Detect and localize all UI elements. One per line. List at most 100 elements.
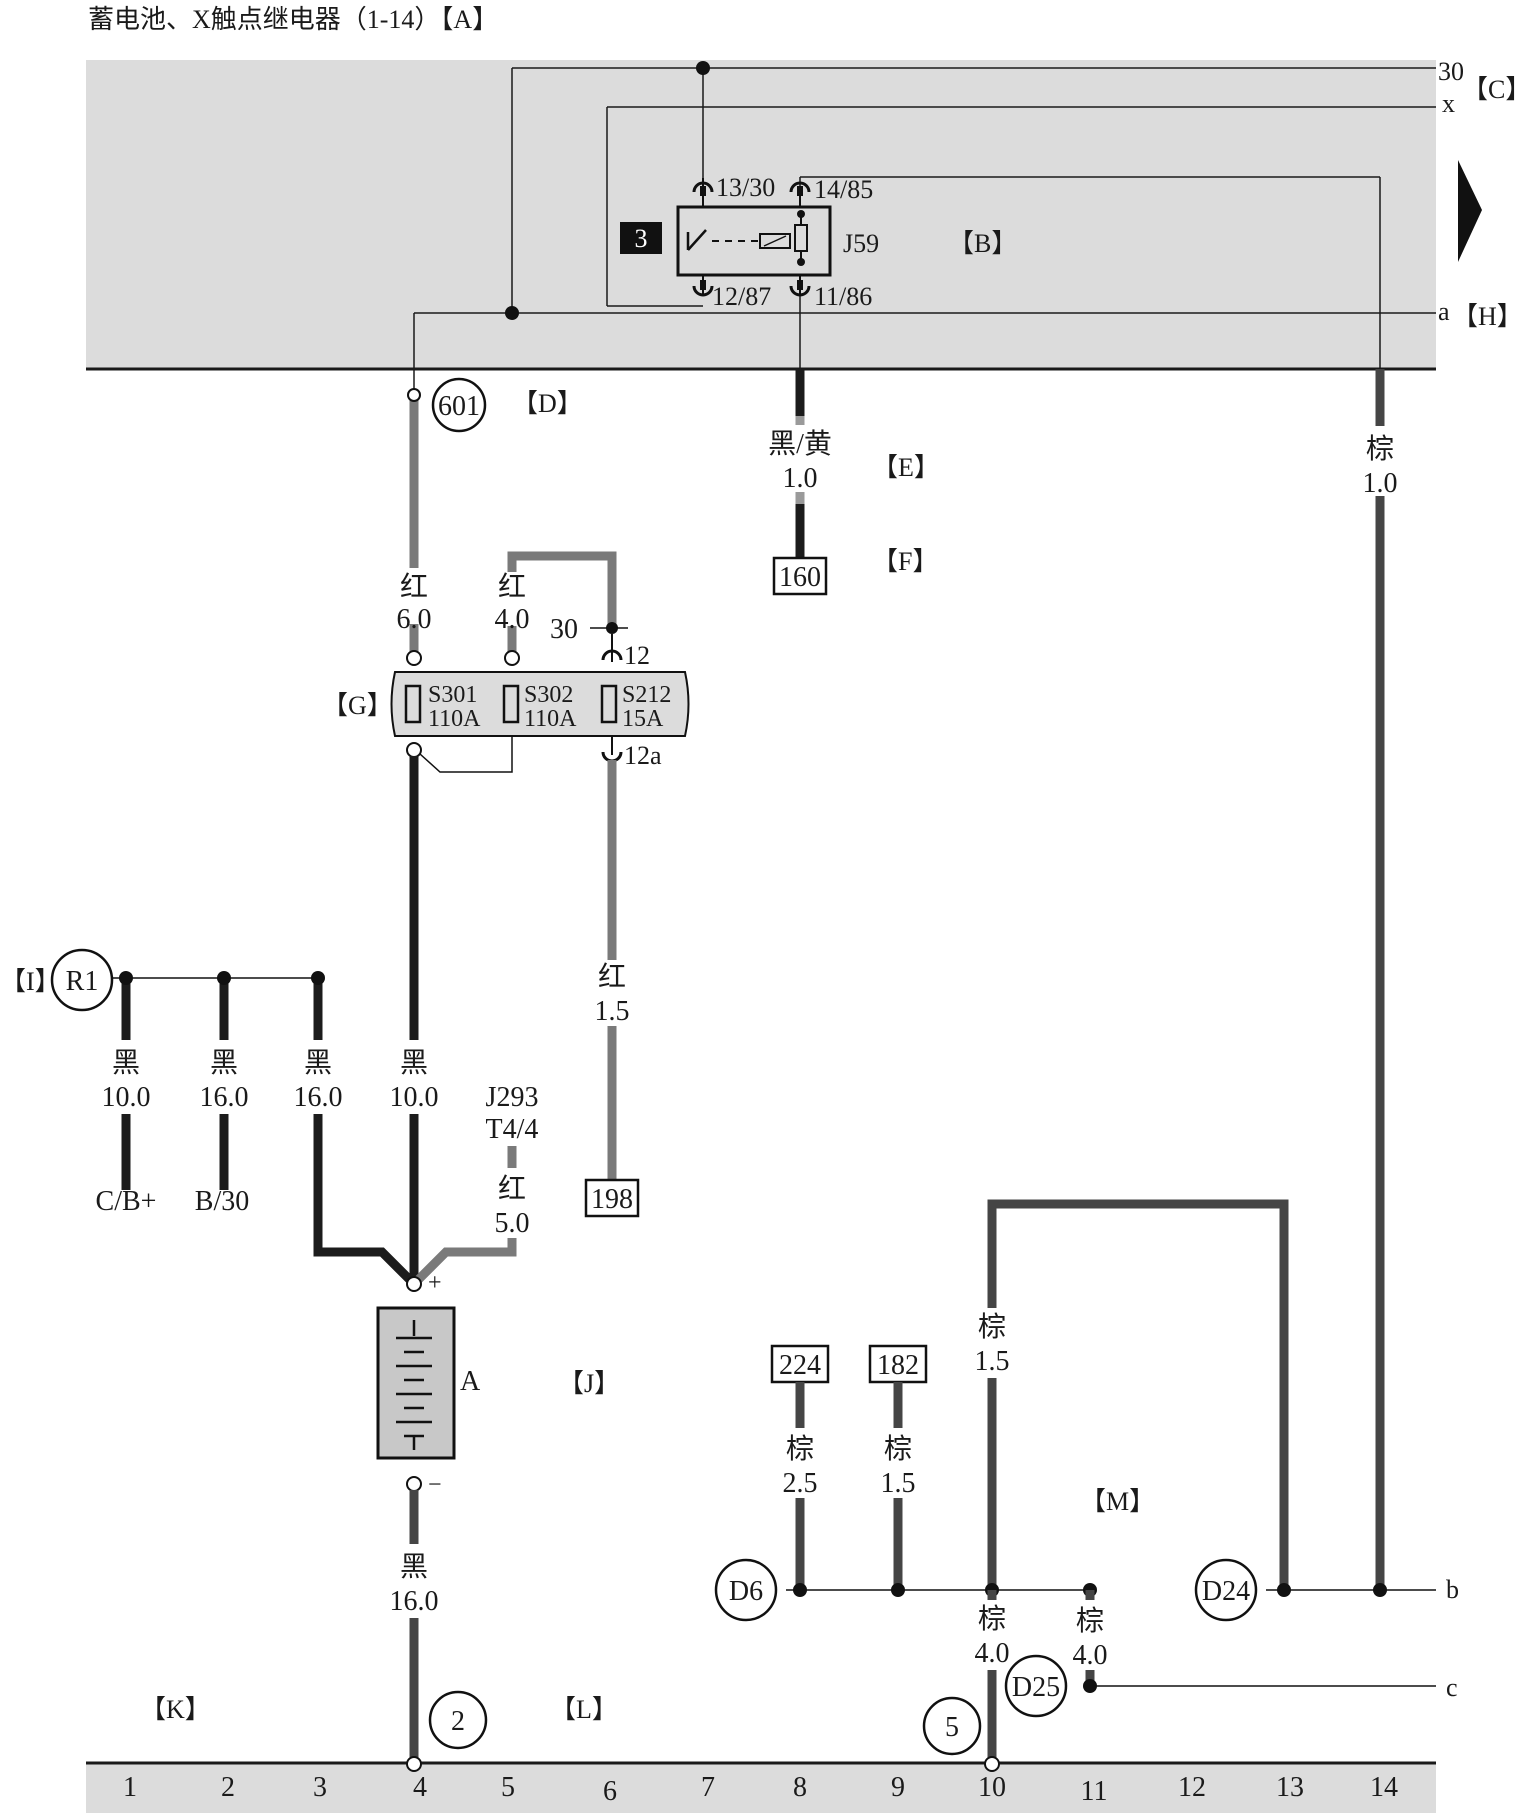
ground-connector-2 (428, 1690, 488, 1750)
ground-position-number: 8 (793, 1772, 807, 1803)
callout-I: 【I】 (0, 967, 61, 996)
wire-red-4-size: 4.0 (495, 604, 530, 635)
splice-d25 (1004, 1654, 1068, 1718)
splice-d6-label: D6 (729, 1576, 763, 1607)
callout-H: 【H】 (1452, 302, 1523, 331)
bus-label-b: b (1446, 1575, 1459, 1604)
destination-b30: B/30 (195, 1186, 249, 1217)
relay-coil-icon (759, 233, 791, 249)
wire-black-10-a-color: 黑 (112, 1048, 140, 1079)
fuse-s212-icon (600, 684, 618, 724)
wire-brown-1-5-b-color: 棕 (884, 1433, 912, 1465)
fuse-carrier: S301 110A S302 110A S212 15A (390, 650, 690, 758)
callout-J: 【J】 (558, 1369, 620, 1398)
destination-cb: C/B+ (96, 1186, 157, 1217)
box-198-label: 198 (591, 1184, 633, 1215)
callout-E: 【E】 (872, 453, 940, 482)
wire-black-yellow-color: 黑/黄 (768, 428, 832, 460)
callout-L: 【L】 (550, 1695, 618, 1724)
junction-dot (696, 61, 710, 75)
ground-position-number: 1 (123, 1772, 137, 1803)
fuse-s212-rating: 15A (622, 706, 664, 732)
relay-pin-11-86: 11/86 (814, 282, 872, 311)
relay-marker: 3 (635, 224, 648, 253)
wire-red-4-color: 红 (498, 571, 526, 603)
splice-d25-label: D25 (1012, 1672, 1060, 1703)
ground-position-number: 3 (313, 1772, 327, 1803)
ground-connector-5-label: 5 (945, 1712, 959, 1743)
splice-d24-label: D24 (1202, 1576, 1250, 1607)
wire-black-10-b-color: 黑 (400, 1048, 428, 1079)
wire-red-5-size: 5.0 (495, 1208, 530, 1239)
callout-D: 【D】 (512, 389, 583, 418)
wire-black-16-a-color: 黑 (210, 1048, 238, 1079)
relay-pin-12-87: 12/87 (712, 282, 771, 311)
wire-brown-2-5-color: 棕 (786, 1433, 814, 1465)
bus-label-a: a (1438, 297, 1450, 326)
bus-label-x: x (1442, 89, 1455, 118)
ground-strip (86, 1764, 1436, 1813)
connector-601 (431, 377, 487, 433)
wire-red-6-size: 6.0 (397, 604, 432, 635)
wire-red-5-color: 红 (498, 1173, 526, 1205)
bus-label-c: c (1446, 1673, 1458, 1702)
fuse-s302-name: S302 (524, 682, 573, 708)
callout-F: 【F】 (872, 547, 938, 576)
wire-black-16-b-color: 黑 (304, 1048, 332, 1079)
relay-name: J59 (843, 229, 879, 258)
wire-brown-4-a-color: 棕 (978, 1603, 1006, 1635)
wire-brown-1-5-a-size: 1.5 (975, 1346, 1010, 1377)
relay-marker-box (620, 222, 662, 254)
connector-601-label: 601 (438, 391, 480, 422)
wire-black-10-a-size: 10.0 (102, 1082, 151, 1113)
box-224-label: 224 (779, 1350, 821, 1381)
ground-position-number: 7 (701, 1772, 715, 1803)
wire-black-16-b (313, 978, 418, 1288)
battery-minus: − (428, 1472, 442, 1498)
fuse-s302-rating: 110A (524, 706, 577, 732)
battery-name: A (460, 1366, 481, 1397)
fuse-s301-rating: 110A (428, 706, 481, 732)
wire-red-1-5-size: 1.5 (595, 996, 630, 1027)
fuse-s301-icon (404, 684, 422, 724)
diagram-title: 蓄电池、X触点继电器（1-14）【A】 (88, 5, 498, 34)
j293-pin: T4/4 (486, 1114, 539, 1145)
wire-black-16-c-size: 16.0 (390, 1586, 439, 1617)
ground-position-number: 12 (1178, 1772, 1206, 1803)
wire-black-16-b-size: 16.0 (294, 1082, 343, 1113)
relay-housing (676, 205, 832, 277)
relay-pin-14-85: 14/85 (814, 175, 873, 204)
ground-position-number: 13 (1276, 1772, 1304, 1803)
wire-brown-1-5-loop (987, 1199, 1289, 1590)
ground-position-number: 10 (978, 1772, 1006, 1803)
ground-position-number: 11 (1081, 1776, 1108, 1807)
fuse-pin-12: 12 (624, 641, 650, 670)
wire-brown-4-b-size: 4.0 (1073, 1640, 1108, 1671)
wire-black-16-a-size: 16.0 (200, 1082, 249, 1113)
j293-name: J293 (486, 1082, 539, 1113)
box-224 (770, 1344, 830, 1384)
splice-d24 (1194, 1558, 1258, 1622)
ground-connector-5 (922, 1696, 982, 1756)
battery-plus: + (428, 1270, 442, 1296)
callout-M: 【M】 (1080, 1487, 1155, 1516)
wire-black-10-b-size: 10.0 (390, 1082, 439, 1113)
wire-brown-4-a-size: 4.0 (975, 1638, 1010, 1669)
splice-d6 (714, 1558, 778, 1622)
wire-brown-1-0-color: 棕 (1366, 433, 1394, 465)
wire-red-6-color: 红 (400, 571, 428, 603)
callout-B: 【B】 (948, 229, 1017, 258)
wire-brown-2-5-size: 2.5 (783, 1468, 818, 1499)
callout-G: 【G】 (322, 691, 393, 720)
fuse-s212-name: S212 (622, 682, 671, 708)
box-182-label: 182 (877, 1350, 919, 1381)
ground-position-number: 5 (501, 1772, 515, 1803)
wire-brown-1-5-b-size: 1.5 (881, 1468, 916, 1499)
wire-black-yellow-size: 1.0 (783, 463, 818, 494)
fuse-s302-icon (502, 684, 520, 724)
box-160 (772, 556, 828, 596)
ground-connector-2-label: 2 (451, 1706, 465, 1737)
ground-position-number: 9 (891, 1772, 905, 1803)
